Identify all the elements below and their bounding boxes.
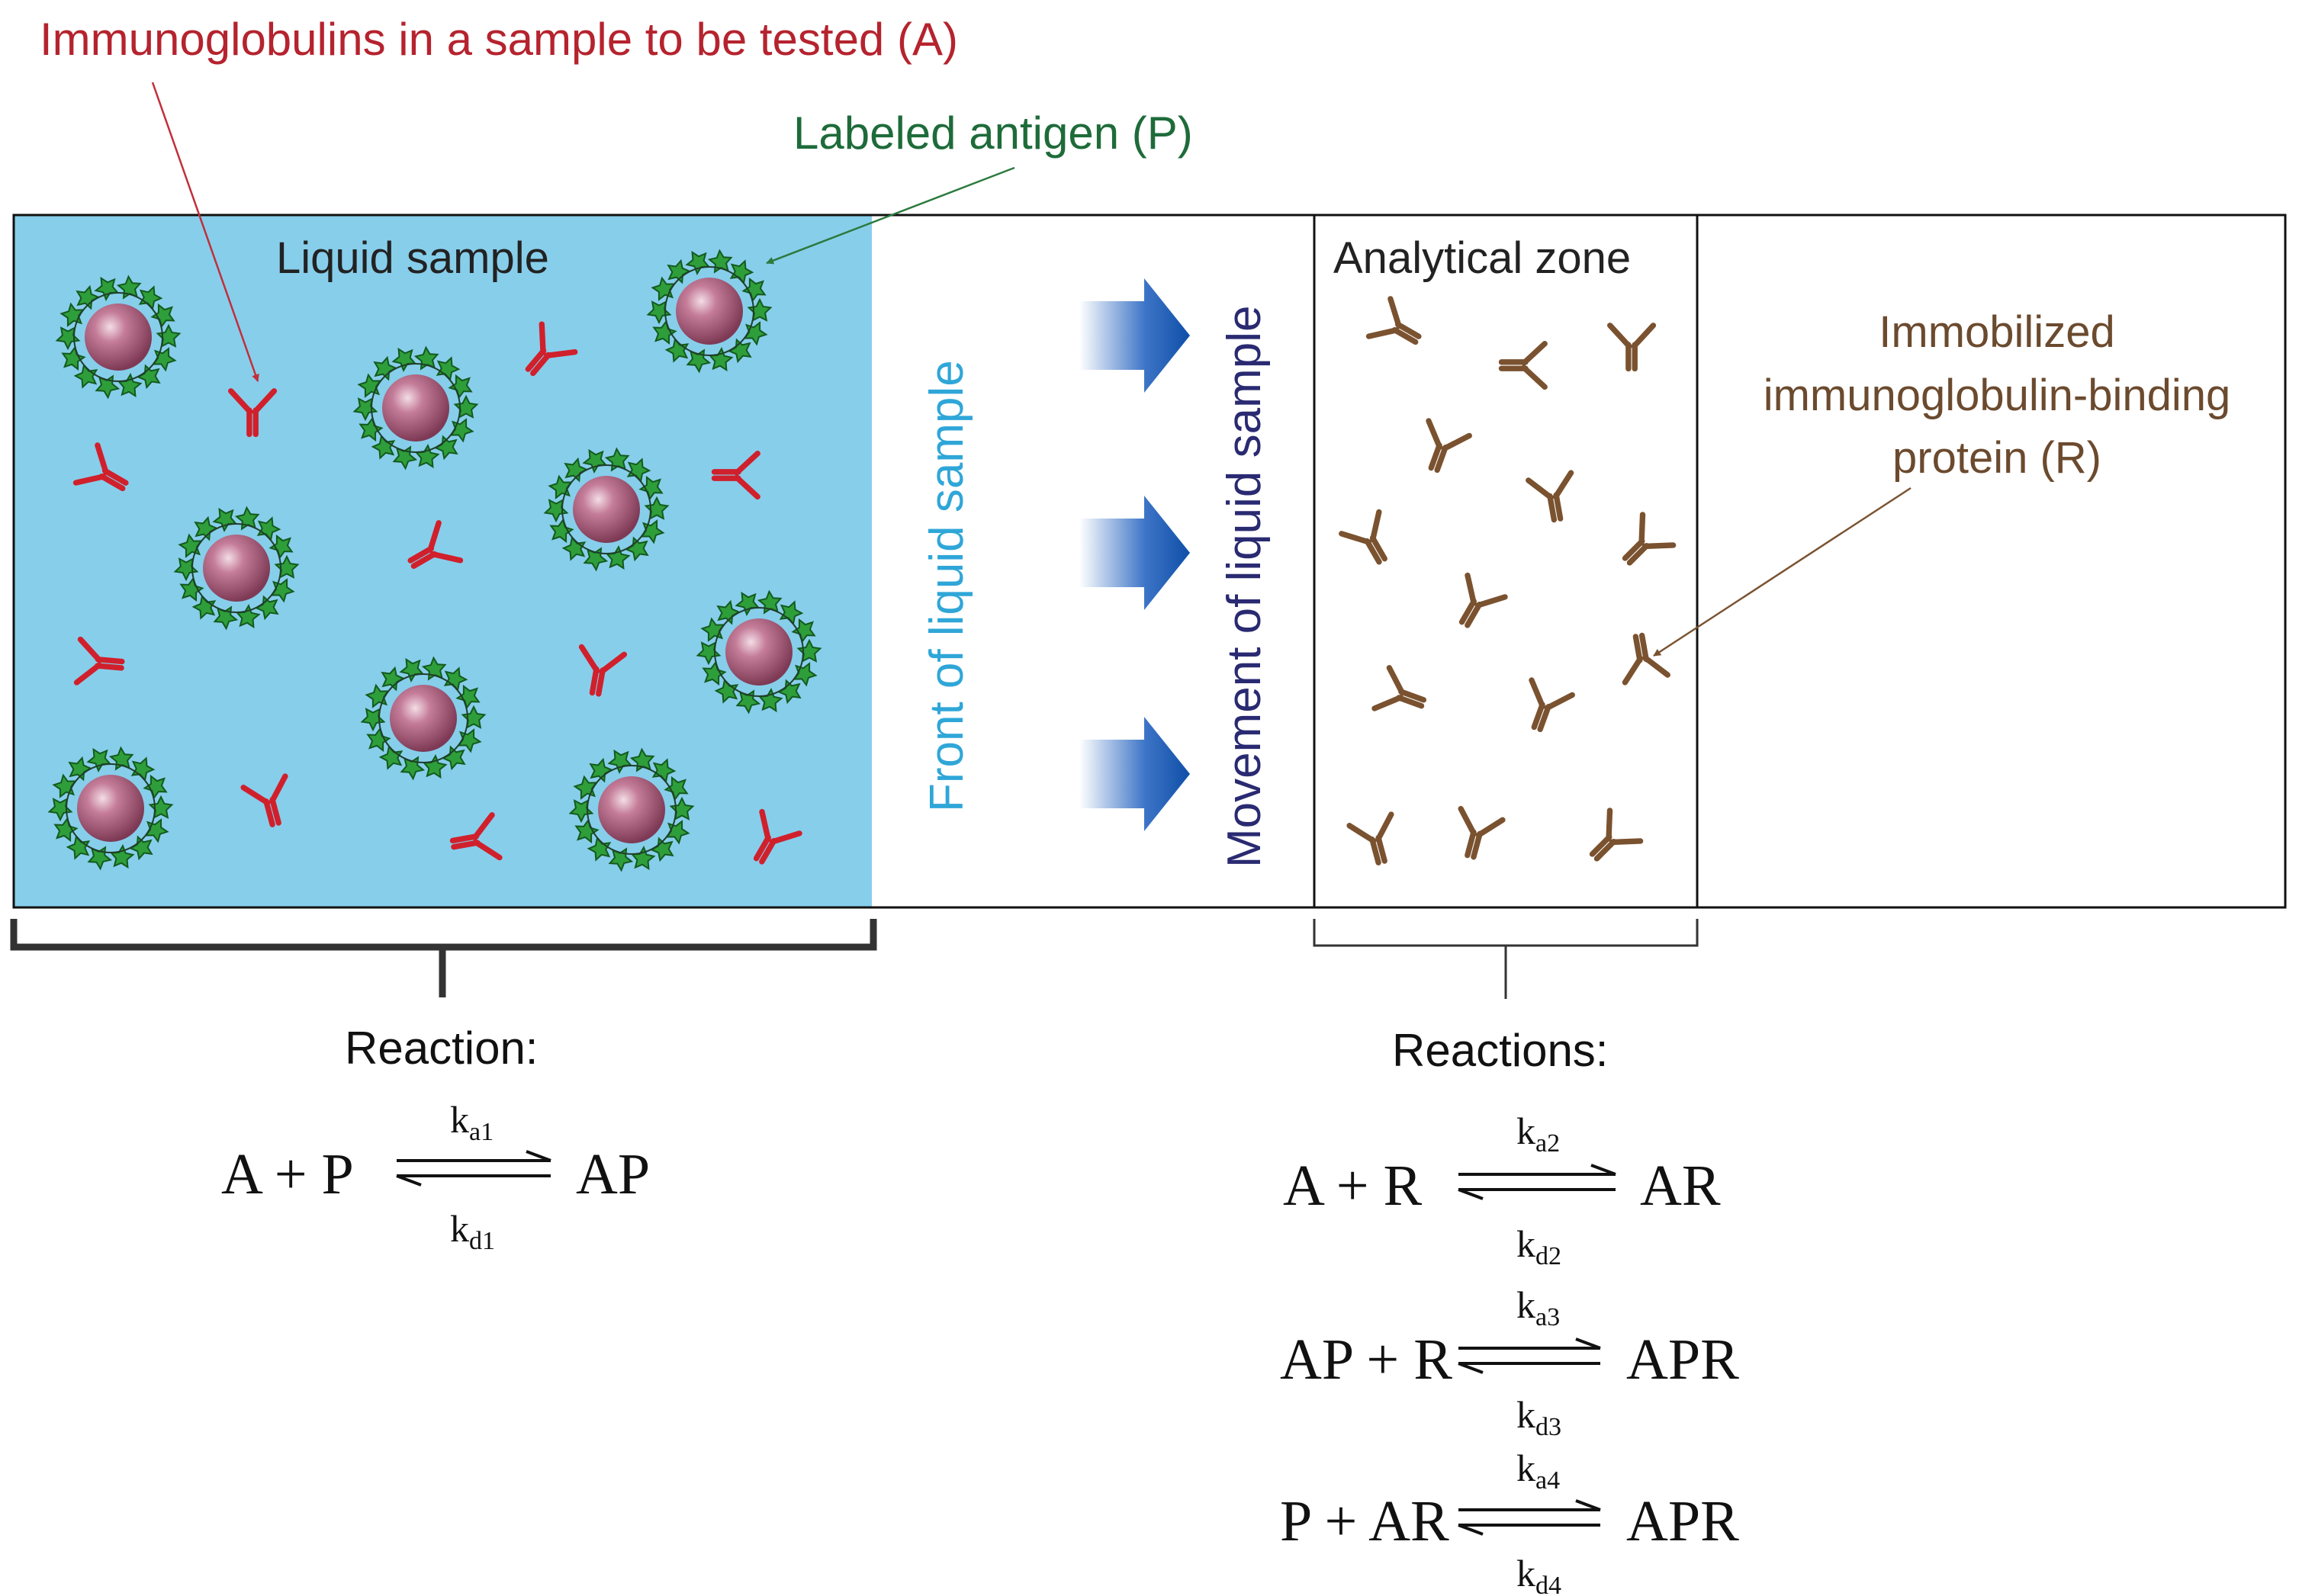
reaction-2-right: AR	[1640, 1154, 1721, 1218]
flow-arrow-middle	[1079, 496, 1190, 610]
reaction-2-forward-arrow	[1458, 1164, 1616, 1176]
reaction-4-reverse-arrow	[1458, 1524, 1600, 1536]
immobilized-label-line2: immunoglobulin-binding	[1764, 371, 2231, 420]
labeled-antigen-particle	[696, 589, 822, 715]
reaction-3-kd: kd3	[1516, 1393, 1561, 1441]
reaction-4: P + AR ka4 kd4 APR	[1280, 1447, 1739, 1596]
reaction-2-ka: ka2	[1516, 1109, 1560, 1158]
reaction-4-forward-arrow	[1458, 1499, 1601, 1511]
labeled-antigen-label: Labeled antigen (P)	[793, 108, 1193, 159]
immobilized-label-line1: Immobilized	[1879, 307, 2114, 357]
reaction-4-left: P + AR	[1280, 1489, 1449, 1553]
movement-label: Movement of liquid sample	[1218, 306, 1271, 868]
flow-arrow-top	[1079, 278, 1190, 393]
reaction-3-reverse-arrow	[1458, 1362, 1600, 1374]
reaction-1-reverse-arrow	[396, 1174, 551, 1187]
reactions-title: Reactions:	[1392, 1025, 1608, 1076]
front-of-liquid-label: Front of liquid sample	[921, 360, 973, 812]
reaction-3: AP + R ka3 kd3 APR	[1280, 1283, 1739, 1441]
labeled-antigen-particle	[544, 446, 669, 573]
liquid-sample-bracket	[10, 919, 877, 997]
labeled-antigen-particle	[48, 745, 173, 872]
immobilized-label-line3: protein (R)	[1892, 433, 2101, 483]
analytical-zone-title: Analytical zone	[1333, 233, 1631, 283]
reaction-2-left: A + R	[1283, 1154, 1423, 1218]
labeled-antigen-particles	[48, 248, 822, 873]
reaction-1-kd: kd1	[450, 1207, 495, 1255]
reaction-3-right: APR	[1626, 1328, 1739, 1392]
reaction-2-reverse-arrow	[1458, 1188, 1616, 1200]
reaction-2-kd: kd2	[1516, 1222, 1561, 1270]
flow-arrows	[1079, 278, 1190, 831]
reaction-1-ka: ka1	[450, 1098, 494, 1146]
labeled-antigen-particle	[353, 345, 478, 471]
labeled-antigen-particle	[361, 655, 486, 782]
labeled-antigen-particle	[647, 248, 772, 374]
labeled-antigen-particle	[569, 747, 694, 873]
liquid-sample-title: Liquid sample	[276, 233, 549, 283]
analytical-zone-bracket	[1313, 919, 1699, 999]
reaction-2: A + R ka2 kd2 AR	[1283, 1109, 1721, 1270]
reaction-4-right: APR	[1626, 1489, 1739, 1553]
reaction-1: A + P ka1 kd1 AP	[221, 1098, 650, 1255]
labeled-antigen-particle	[174, 505, 299, 631]
reaction-3-forward-arrow	[1458, 1337, 1601, 1350]
immunoglobulins-pointer	[151, 82, 259, 382]
immobilized-pointer	[1653, 487, 1912, 657]
labeled-antigen-particle	[56, 274, 181, 400]
reaction-title: Reaction:	[345, 1023, 538, 1074]
reaction-1-forward-arrow	[397, 1150, 551, 1162]
flow-arrow-bottom	[1079, 717, 1190, 831]
strip-outline	[12, 214, 2287, 909]
labeled-antigen-pointer	[766, 166, 1015, 265]
reaction-1-left: A + P	[221, 1142, 354, 1206]
reaction-4-kd: kd4	[1516, 1552, 1561, 1596]
immunoglobulins-label: Immunoglobulins in a sample to be tested…	[40, 14, 958, 65]
reaction-3-left: AP + R	[1280, 1328, 1452, 1392]
reaction-3-ka: ka3	[1516, 1283, 1560, 1331]
reaction-4-ka: ka4	[1516, 1447, 1560, 1495]
reaction-1-right: AP	[576, 1142, 650, 1206]
